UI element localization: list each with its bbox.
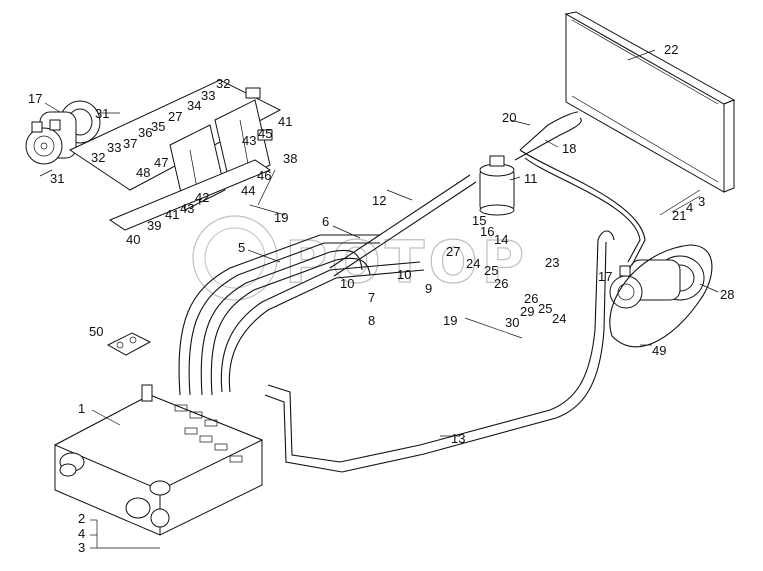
callout-44: 44 [241,183,255,198]
watermark-text: РОТОР [285,228,528,296]
callout-25b: 25 [538,301,552,316]
callout-21: 21 [672,208,686,223]
callout-30: 30 [505,315,519,330]
callout-45: 45 [258,126,272,141]
callout-19b: 19 [443,313,457,328]
callout-25a: 25 [484,263,498,278]
callout-22: 22 [664,42,678,57]
callout-3: 3 [78,540,85,555]
callout-17b: 17 [598,269,612,284]
mount-plate [106,332,152,356]
callout-27b: 27 [168,109,182,124]
callout-33a: 33 [201,88,215,103]
callout-49: 49 [652,343,666,358]
callout-47: 47 [154,155,168,170]
callout-37: 37 [123,136,137,151]
callout-24a: 24 [466,256,480,271]
callout-4b: 4 [686,200,693,215]
callout-26b: 26 [524,291,538,306]
callout-20: 20 [502,110,516,125]
callout-48: 48 [136,165,150,180]
callout-3b: 3 [698,194,705,209]
evaporator-unit [53,384,264,536]
drive-belt [609,244,713,348]
callout-31a: 31 [95,106,109,121]
receiver-drier [479,155,515,216]
callout-1: 1 [78,401,85,416]
callout-23: 23 [545,255,559,270]
callout-33b: 33 [107,140,121,155]
callout-labels: 1 2 4 3 5 6 7 8 9 10 10 11 12 13 14 15 1… [28,42,734,555]
callout-42: 42 [195,190,209,205]
callout-27a: 27 [446,244,460,259]
callout-10a: 10 [340,276,354,291]
callout-36: 36 [138,125,152,140]
callout-43b: 43 [180,201,194,216]
callout-13: 13 [451,431,465,446]
callout-40: 40 [126,232,140,247]
compressor-right [609,255,705,309]
callout-10b: 10 [397,267,411,282]
bracket-assembly [68,79,282,231]
callout-38: 38 [283,151,297,166]
callout-31b: 31 [50,171,64,186]
callout-50: 50 [89,324,103,339]
callout-12: 12 [372,193,386,208]
callout-41b: 41 [165,207,179,222]
callout-4: 4 [78,526,85,541]
callout-16: 16 [480,224,494,239]
callout-18: 18 [562,141,576,156]
compressor-left [25,100,101,165]
callout-19a: 19 [274,210,288,225]
callout-2: 2 [78,511,85,526]
callout-15: 15 [472,213,486,228]
callout-9: 9 [425,281,432,296]
leader-lines [39,49,719,549]
callout-28: 28 [720,287,734,302]
condenser [564,11,736,193]
callout-26a: 26 [494,276,508,291]
callout-35: 35 [151,119,165,134]
callout-14: 14 [494,232,508,247]
callout-32b: 32 [91,150,105,165]
callout-46: 46 [257,168,271,183]
callout-34: 34 [187,98,201,113]
callout-39: 39 [147,218,161,233]
callout-32a: 32 [216,76,230,91]
callout-24b: 24 [552,311,566,326]
callout-6: 6 [322,214,329,229]
callout-29: 29 [520,304,534,319]
callout-7: 7 [368,290,375,305]
callout-5: 5 [238,240,245,255]
refrigerant-lines [178,111,646,473]
callout-17a: 17 [28,91,42,106]
callout-8: 8 [368,313,375,328]
watermark: РОТОР [192,215,528,301]
callout-43a: 43 [242,133,256,148]
callout-41a: 41 [278,114,292,129]
callout-11: 11 [524,171,538,186]
